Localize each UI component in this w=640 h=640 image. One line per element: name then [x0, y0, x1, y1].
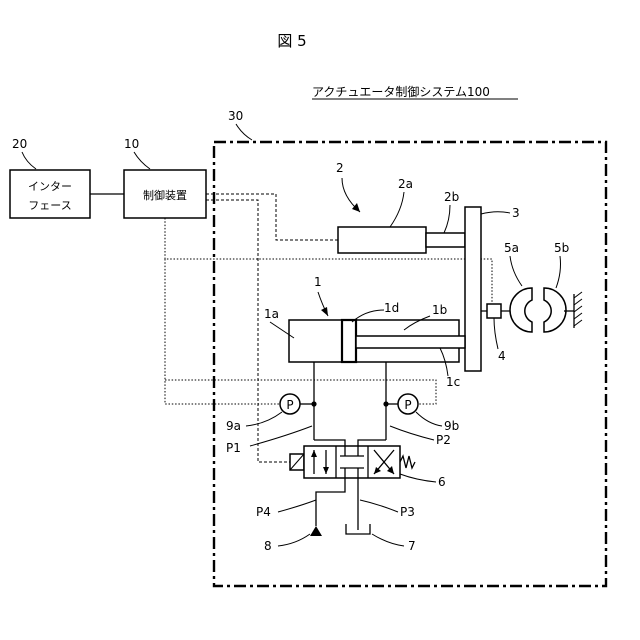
clamp-b-ref: 5b — [554, 241, 569, 255]
port1-label: P1 — [226, 441, 241, 455]
interface-leader — [22, 152, 36, 169]
valve-ref: 6 — [438, 475, 446, 489]
sensor-b-symbol: P — [404, 398, 411, 412]
cylinder1-rod — [356, 336, 465, 348]
tank-ref: 7 — [408, 539, 416, 553]
controller-ref: 10 — [124, 137, 139, 151]
actuator2-arrowhead — [352, 203, 360, 212]
port2-leader — [390, 426, 434, 440]
tank-leader — [372, 534, 404, 546]
controller-label: 制御装置 — [143, 188, 187, 202]
valve-block — [304, 446, 400, 478]
sensor-a-leader — [246, 412, 282, 426]
cylinder1-piston — [342, 320, 356, 362]
system-label: アクチュエータ制御システム100 — [312, 84, 490, 99]
signal-to-valve — [206, 200, 290, 462]
clamp-a-ref: 5a — [504, 241, 519, 255]
port2-label: P2 — [436, 433, 451, 447]
actuator2-ref: 2 — [336, 161, 344, 175]
supply-line — [316, 478, 345, 526]
line-a-to-valve — [314, 440, 345, 446]
sensor-line-right — [165, 380, 436, 404]
actuator2-body-leader — [390, 192, 404, 227]
clamp-a-leader — [510, 256, 522, 286]
signal-to-actuator2 — [206, 194, 338, 240]
system-frame — [214, 142, 606, 586]
plate — [465, 207, 481, 371]
ground-hatch — [574, 292, 582, 326]
port4-label: P4 — [256, 505, 271, 519]
plate-ref: 3 — [512, 206, 520, 220]
sensor-a-ref: 9a — [226, 419, 241, 433]
clamp-right — [544, 288, 566, 332]
cylinder1-rodside-ref: 1b — [432, 303, 447, 317]
sensor-line-lower — [165, 259, 280, 404]
sensor-b-leader — [416, 412, 442, 426]
interface-ref: 20 — [12, 137, 27, 151]
joint-ref: 4 — [498, 349, 506, 363]
sensor-a-symbol: P — [286, 398, 293, 412]
actuator2-rod-ref: 2b — [444, 190, 459, 204]
interface-line1: インター — [28, 180, 72, 193]
pump-ref: 8 — [264, 539, 272, 553]
figure-title: 図 5 — [277, 32, 306, 50]
frame-leader — [236, 124, 252, 140]
clamp-left — [510, 288, 532, 332]
port1-leader — [250, 426, 312, 446]
port3-leader — [360, 500, 398, 512]
pump-leader — [278, 534, 310, 546]
cylinder1-rod-ref: 1c — [446, 375, 460, 389]
plate-leader — [481, 212, 510, 214]
frame-ref: 30 — [228, 109, 243, 123]
pump-symbol — [310, 526, 322, 536]
joint-leader — [494, 318, 498, 349]
valve-leader — [400, 474, 436, 482]
cylinder1-head-ref: 1a — [264, 307, 279, 321]
port4-leader — [278, 500, 316, 512]
cylinder1-piston-ref: 1d — [384, 301, 399, 315]
actuator2-body — [338, 227, 426, 253]
cylinder1-ref: 1 — [314, 275, 322, 289]
joint — [487, 304, 501, 318]
actuator2-body-ref: 2a — [398, 177, 413, 191]
clamp-b-leader — [556, 256, 561, 288]
sensor-b-ref: 9b — [444, 419, 459, 433]
actuator2-rod — [426, 233, 465, 247]
valve-spring-symbol: W — [398, 457, 410, 471]
controller-leader — [134, 152, 150, 169]
interface-line2: フェース — [28, 199, 71, 212]
cylinder1-arrowhead — [321, 307, 328, 316]
actuator2-rod-leader — [444, 205, 450, 233]
line-b-to-valve — [358, 440, 386, 446]
port3-label: P3 — [400, 505, 415, 519]
